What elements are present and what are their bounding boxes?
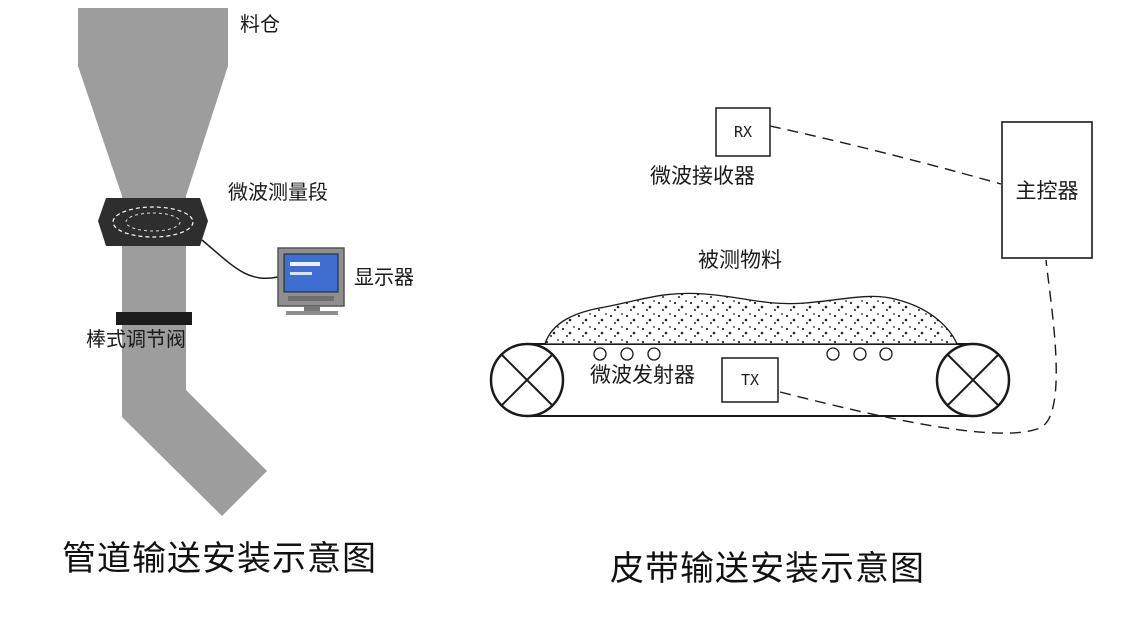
rx-to-controller-dashed-wire <box>769 125 1002 185</box>
measurement-section-label: 微波测量段 <box>228 180 328 204</box>
tx-to-controller-dashed-wire <box>779 259 1057 434</box>
right-pulley-cross-2 <box>947 354 999 406</box>
receiver-label: 微波接收器 <box>650 164 755 188</box>
hopper-silo-shape <box>78 8 228 206</box>
material-label: 被测物料 <box>698 248 782 272</box>
pipe-lower-bend-segment <box>122 325 267 516</box>
idler-roller-3 <box>647 347 661 361</box>
measurement-window-ellipse-outer <box>112 206 194 238</box>
rx-box-label: RX <box>733 123 753 141</box>
tx-transmitter-box <box>721 357 779 403</box>
controller-label: 主控器 <box>1015 179 1079 203</box>
idler-roller-2 <box>620 347 634 361</box>
rx-receiver-box <box>715 107 771 157</box>
valve-label: 棒式调节阀 <box>86 327 186 351</box>
display-stand-base <box>286 311 338 315</box>
display-stand-neck <box>304 306 320 312</box>
display-label: 显示器 <box>354 265 414 289</box>
rod-valve-band <box>116 312 192 325</box>
idler-roller-4 <box>826 347 840 361</box>
display-connector-wire <box>201 239 279 279</box>
display-screen-text-line-1 <box>290 262 320 266</box>
display-button-row <box>288 296 334 301</box>
transmitter-label: 微波发射器 <box>590 363 695 387</box>
tx-box-label: TX <box>740 371 760 389</box>
measurement-window-ellipse-inner <box>125 212 181 232</box>
idler-roller-1 <box>593 347 607 361</box>
right-diagram-title: 皮带输送安装示意图 <box>610 549 925 589</box>
measured-material-mound <box>544 292 958 345</box>
hopper-label: 料仓 <box>240 12 280 36</box>
microwave-measurement-section-shape <box>98 198 208 246</box>
idler-roller-5 <box>853 347 867 361</box>
left-pulley-cross-2 <box>501 354 553 406</box>
idler-roller-6 <box>879 347 893 361</box>
left-diagram-title: 管道输送安装示意图 <box>62 539 377 579</box>
display-screen-text-line-2 <box>290 272 312 275</box>
pipe-upper-segment <box>122 246 186 314</box>
main-controller-box <box>1001 121 1093 259</box>
